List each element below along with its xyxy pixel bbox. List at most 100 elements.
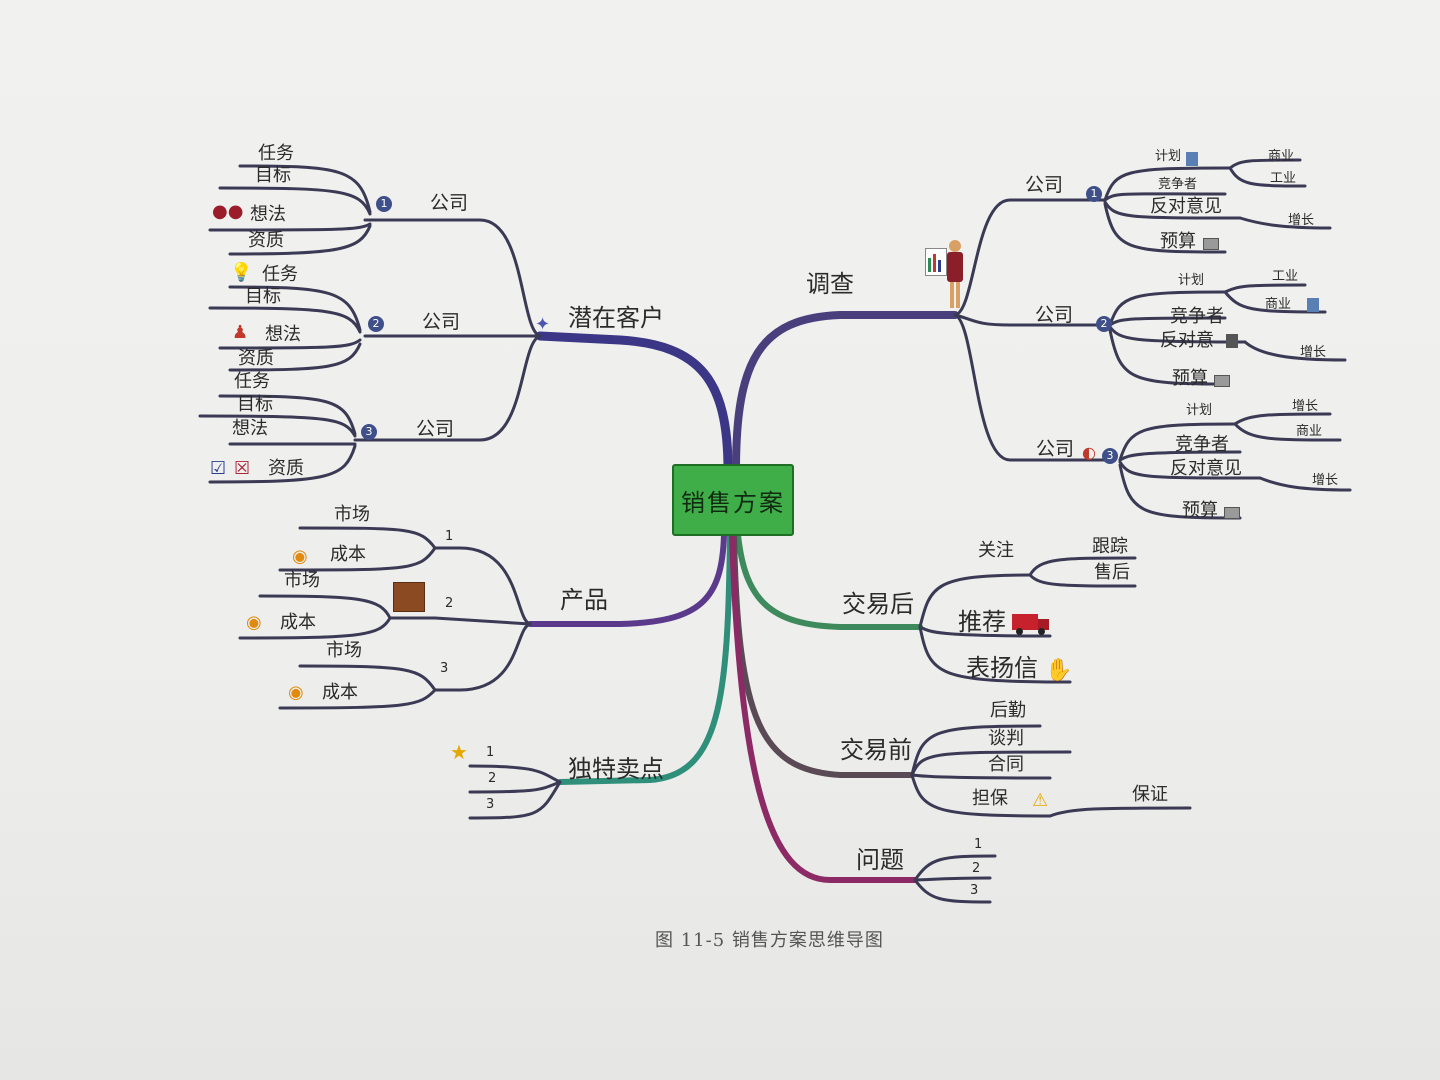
cash-icon — [1214, 375, 1230, 387]
after-recommend: 推荐 — [958, 608, 1006, 636]
product-3-number: 3 — [440, 661, 449, 676]
after-praise-letter: 表扬信 — [966, 654, 1038, 682]
product-2-number: 2 — [445, 596, 454, 611]
before-negotiation: 谈判 — [988, 728, 1024, 749]
before-contract: 合同 — [988, 754, 1024, 775]
coins-icon: ◉ — [246, 612, 262, 633]
s1-budget: 预算 — [1160, 231, 1196, 252]
company-1-label: 公司 — [430, 192, 469, 214]
c3-item-goal: 目标 — [237, 394, 273, 415]
cash-icon — [1224, 507, 1240, 519]
branch-issue-line — [729, 532, 918, 883]
branch-label-usp: 独特卖点 — [568, 755, 664, 783]
lightbulb-icon: 💡 — [230, 262, 253, 283]
c2-item-qualification: 资质 — [238, 348, 274, 369]
product-1-number: 1 — [445, 529, 454, 544]
coins-icon: ◉ — [292, 546, 308, 567]
issue-item-1: 1 — [974, 837, 983, 852]
branch-label-after-deal: 交易后 — [842, 590, 914, 618]
c3-item-qualification: 资质 — [268, 458, 304, 479]
truck-icon — [1012, 612, 1050, 635]
s3-plan-sub-commerce: 商业 — [1296, 424, 1323, 439]
survey-number-badge-1: 1 — [1086, 186, 1102, 202]
company-3-label: 公司 — [416, 418, 455, 440]
s3-budget: 预算 — [1182, 500, 1218, 521]
product-1-cost: 成本 — [330, 544, 366, 565]
s2-objection-sub: 增长 — [1300, 345, 1327, 360]
c3-item-idea: 想法 — [232, 418, 268, 439]
branch-label-survey: 调查 — [806, 270, 854, 298]
usp-item-3: 3 — [486, 797, 495, 812]
s2-budget: 预算 — [1172, 368, 1208, 389]
c1-item-idea: 想法 — [250, 204, 286, 225]
presenter-icon — [925, 240, 965, 312]
center-node: 销售方案 — [672, 464, 794, 536]
s1-plan: 计划 — [1155, 149, 1182, 164]
figure-caption: 图 11-5 销售方案思维导图 — [655, 930, 884, 951]
number-badge-2: 2 — [368, 316, 384, 332]
s2-plan: 计划 — [1178, 273, 1205, 288]
s3-objection-sub: 增长 — [1312, 473, 1339, 488]
s3-plan-sub-growth: 增长 — [1292, 399, 1319, 414]
c3-item-task: 任务 — [234, 371, 270, 392]
after-follow-track: 跟踪 — [1092, 536, 1128, 557]
branch-product-line — [527, 532, 727, 627]
issue-item-2: 2 — [972, 861, 981, 876]
books-icon — [1226, 334, 1238, 348]
magnet-icon: ◐ — [1082, 443, 1096, 462]
star-icon: ★ — [450, 740, 468, 764]
product-3-market: 市场 — [326, 640, 362, 661]
s3-plan: 计划 — [1186, 403, 1213, 418]
c2-item-idea: 想法 — [265, 324, 301, 345]
box-icon — [393, 582, 425, 612]
coins-icon: ◉ — [288, 682, 304, 703]
after-follow: 关注 — [978, 540, 1014, 561]
usp-item-1: 1 — [486, 745, 495, 760]
checkbox-cross-icon: ☒ — [234, 458, 251, 479]
c1-item-task: 任务 — [258, 143, 294, 164]
branch-potential-line — [535, 331, 733, 475]
s1-competitor: 竞争者 — [1158, 177, 1198, 192]
usp-item-2: 2 — [488, 771, 497, 786]
branch-survey-line — [732, 311, 959, 474]
product-3-cost: 成本 — [322, 682, 358, 703]
checkbox-checked-icon: ☑ — [210, 458, 227, 479]
s2-plan-sub-industry: 工业 — [1272, 269, 1299, 284]
s1-plan-sub-commerce: 商业 — [1268, 149, 1295, 164]
s3-competitor: 竞争者 — [1175, 434, 1229, 455]
branch-label-product: 产品 — [560, 586, 608, 614]
books-icon — [1186, 152, 1198, 166]
issue-item-3: 3 — [970, 883, 979, 898]
c1-item-qualification: 资质 — [248, 230, 284, 251]
pawn-icon: ♟ — [232, 322, 249, 343]
branch-label-potential: 潜在客户 — [568, 304, 664, 332]
c2-item-task: 任务 — [262, 264, 298, 285]
survey-number-badge-3: 3 — [1102, 448, 1118, 464]
cash-icon — [1203, 238, 1219, 250]
branch-label-issues: 问题 — [856, 846, 904, 874]
survey-company-3-label: 公司 — [1036, 438, 1075, 460]
company-2-label: 公司 — [422, 311, 461, 333]
handshake-icon: ✋ — [1045, 658, 1073, 683]
after-follow-service: 售后 — [1094, 562, 1130, 583]
before-guarantee: 担保 — [972, 788, 1008, 809]
branch-label-before-deal: 交易前 — [840, 736, 912, 764]
branch-after-line — [735, 532, 923, 630]
s2-objection: 反对意 — [1160, 330, 1214, 351]
pin-icon: ✦ — [535, 314, 551, 335]
s1-objection: 反对意见 — [1150, 196, 1222, 217]
number-badge-3: 3 — [361, 424, 377, 440]
product-1-market: 市场 — [334, 504, 370, 525]
s2-plan-sub-commerce: 商业 — [1265, 297, 1292, 312]
s3-objection: 反对意见 — [1170, 458, 1242, 479]
before-logistics: 后勤 — [990, 700, 1026, 721]
survey-company-2-label: 公司 — [1035, 304, 1074, 326]
product-2-market: 市场 — [284, 570, 320, 591]
c2-item-goal: 目标 — [245, 286, 281, 307]
berries-icon: ●● — [212, 201, 244, 222]
product-2-cost: 成本 — [280, 612, 316, 633]
branch-usp-line — [557, 532, 733, 785]
books-icon — [1307, 298, 1319, 312]
